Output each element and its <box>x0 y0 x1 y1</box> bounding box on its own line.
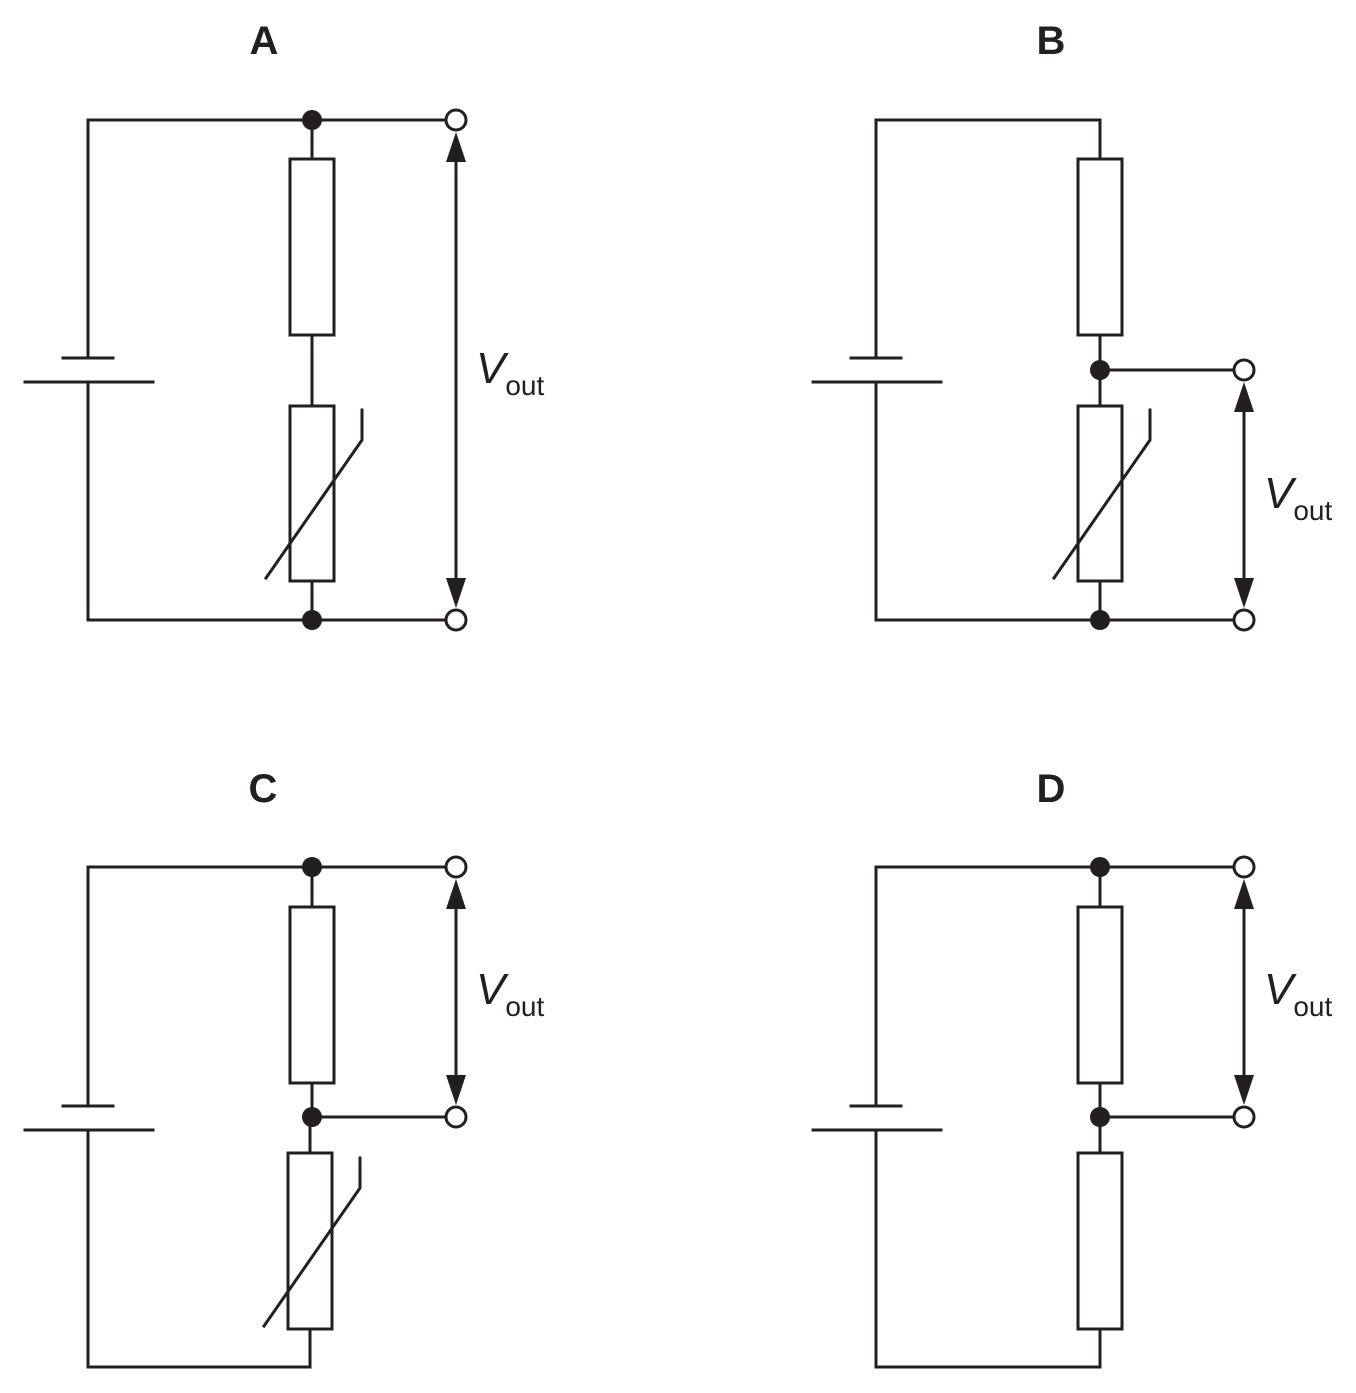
wire <box>874 118 1102 360</box>
output-terminal <box>444 608 468 632</box>
circuit-panel-b: B Vout <box>811 19 1333 632</box>
wire <box>874 865 1102 1108</box>
fixed-resistor <box>1076 157 1124 337</box>
fixed-resistor <box>1076 1151 1124 1331</box>
junction-dot <box>302 610 322 630</box>
wire <box>86 118 314 360</box>
cell-battery <box>23 1104 155 1132</box>
panel-label: A <box>250 19 279 63</box>
wire <box>86 865 314 1108</box>
junction-dot <box>1090 360 1110 380</box>
panel-label: C <box>249 767 278 811</box>
fixed-resistor <box>1076 905 1124 1085</box>
cell-battery <box>811 1104 943 1132</box>
cell-battery <box>811 356 943 384</box>
circuit-panel-d: D Vout <box>811 767 1333 1369</box>
vout-arrow <box>1234 879 1254 1105</box>
junction-dot <box>1090 1107 1110 1127</box>
vout-arrow <box>446 879 466 1105</box>
wire <box>874 1128 1102 1369</box>
panel-label: B <box>1037 19 1066 63</box>
output-terminal <box>444 855 468 879</box>
thermistor <box>1051 404 1152 583</box>
vout-arrow <box>446 132 466 608</box>
fixed-resistor <box>288 157 336 337</box>
wire <box>86 380 314 622</box>
circuit-panel-c: C Vout <box>23 767 545 1369</box>
cell-battery <box>23 356 155 384</box>
output-terminal <box>1232 1105 1256 1129</box>
circuit-panel-a: A Vout <box>23 19 545 632</box>
thermistor <box>261 1151 362 1331</box>
wire <box>86 1128 312 1369</box>
vout-label: Vout <box>476 965 545 1022</box>
junction-dot <box>1090 610 1110 630</box>
output-terminal <box>444 1105 468 1129</box>
output-terminal <box>1232 358 1256 382</box>
vout-label: Vout <box>1264 469 1333 526</box>
panel-label: D <box>1037 767 1066 811</box>
junction-dot <box>302 857 322 877</box>
junction-dot <box>302 1107 322 1127</box>
output-terminal <box>444 108 468 132</box>
thermistor <box>263 404 364 583</box>
vout-label: Vout <box>476 344 545 401</box>
output-terminal <box>1232 608 1256 632</box>
output-terminal <box>1232 855 1256 879</box>
vout-label: Vout <box>1264 965 1333 1022</box>
vout-arrow <box>1234 382 1254 608</box>
junction-dot <box>1090 857 1110 877</box>
wire <box>874 380 1102 622</box>
fixed-resistor <box>288 905 336 1085</box>
junction-dot <box>302 110 322 130</box>
